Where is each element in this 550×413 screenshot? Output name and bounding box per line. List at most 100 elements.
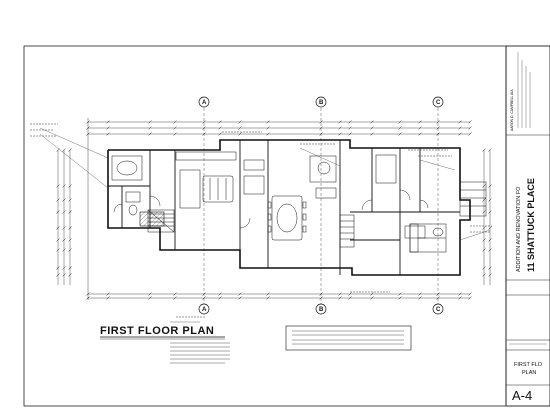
dimension-tick [68, 248, 72, 252]
annotation-leaders [39, 127, 491, 241]
dimension-tick [238, 292, 242, 296]
project-address: 11 SHATTUCK PLACE [526, 178, 536, 272]
dimension-tick [148, 296, 152, 300]
grid-bubbles-bottom: A B C [198, 303, 444, 315]
dimension-tick [488, 266, 492, 270]
dimension-tick [148, 292, 152, 296]
dimension-tick [468, 126, 472, 130]
dimension-tick [488, 248, 492, 252]
dimension-tick [238, 126, 242, 130]
grid-label-c-bottom: C [436, 307, 441, 313]
dimension-tick [482, 238, 486, 242]
dimension-tick [488, 210, 492, 214]
dimension-tick [458, 120, 462, 124]
dimension-tick [202, 126, 206, 130]
grid-label-a-top: A [202, 100, 207, 106]
dimension-tick [488, 226, 492, 230]
dimension-tick [436, 120, 440, 124]
dimension-tick [468, 132, 472, 136]
door-swings [113, 189, 429, 229]
sheet-number: A-4 [512, 388, 532, 403]
dimension-tick [338, 296, 342, 300]
dimension-tick [56, 248, 60, 252]
dimension-tick [68, 226, 72, 230]
dimension-tick [86, 296, 90, 300]
dimension-tick [106, 120, 110, 124]
title-block: AARON D. CAMPBELL AIA ADDITION AND RENOV… [505, 45, 550, 407]
dimension-tick [68, 148, 72, 152]
bedroom-bed [409, 223, 447, 253]
dimension-tick [348, 292, 352, 296]
dimension-tick [436, 296, 440, 300]
dimension-tick [106, 126, 110, 130]
dimension-tick [266, 132, 270, 136]
stair-rear [339, 214, 355, 248]
dimension-tick [173, 126, 177, 130]
dimension-tick [482, 266, 486, 270]
construction-notes-box [285, 325, 412, 351]
dimension-tick [56, 198, 60, 202]
dimension-tick [62, 266, 66, 270]
dimension-tick [458, 292, 462, 296]
dimension-tick [482, 273, 486, 277]
dimension-tick [458, 126, 462, 130]
dimension-tick [348, 126, 352, 130]
dimension-tick [86, 120, 90, 124]
architect-name: AARON D. CAMPBELL AIA [510, 89, 514, 131]
dimension-tick [218, 292, 222, 296]
sheet-title-line-2: PLAN [522, 370, 536, 376]
grid-bubble [432, 96, 444, 108]
dimension-tick [348, 120, 352, 124]
deck [459, 181, 487, 217]
dimension-tick [56, 238, 60, 242]
dimension-tick [418, 296, 422, 300]
dimension-tick [202, 296, 206, 300]
dimension-tick [62, 238, 66, 242]
dimension-tick [202, 292, 206, 296]
dimension-tick [202, 120, 206, 124]
dimension-tick [173, 120, 177, 124]
dimension-tick [482, 248, 486, 252]
grid-bubble [315, 96, 327, 108]
dimension-tick [319, 126, 323, 130]
dimension-tick [488, 238, 492, 242]
dimension-tick [218, 120, 222, 124]
dimension-tick [266, 296, 270, 300]
dimension-tick [338, 132, 342, 136]
dimension-tick [148, 132, 152, 136]
dimension-tick [398, 120, 402, 124]
dimension-tick [418, 132, 422, 136]
dimension-tick [482, 148, 486, 152]
dimension-tick [56, 273, 60, 277]
dimension-tick [488, 273, 492, 277]
annotation-notes [30, 123, 492, 318]
dimension-tick [398, 132, 402, 136]
dimension-tick [482, 184, 486, 188]
general-notes [170, 342, 230, 364]
kitchen-fixtures [175, 151, 237, 209]
exterior-walls [107, 139, 471, 276]
dimension-tick [468, 292, 472, 296]
dimension-tick [86, 126, 90, 130]
grid-bubble [198, 96, 210, 108]
dimension-tick [56, 226, 60, 230]
dimension-tick [370, 120, 374, 124]
dimension-tick [68, 238, 72, 242]
grid-bubble [432, 303, 444, 315]
dimension-tick [68, 184, 72, 188]
dimension-tick [398, 292, 402, 296]
dimension-ticks [56, 120, 492, 300]
dimension-tick [218, 132, 222, 136]
bath-fixtures [111, 154, 444, 239]
grid-bubble [198, 303, 210, 315]
dimension-tick [436, 126, 440, 130]
dimension-tick [68, 210, 72, 214]
dimension-tick [488, 148, 492, 152]
dimension-tick [266, 292, 270, 296]
architect-stamp: AARON D. CAMPBELL AIA [510, 52, 531, 131]
dimension-tick [68, 273, 72, 277]
dimension-tick [56, 266, 60, 270]
dimension-tick [418, 126, 422, 130]
plan-title: FIRST FLOOR PLAN [100, 325, 214, 337]
